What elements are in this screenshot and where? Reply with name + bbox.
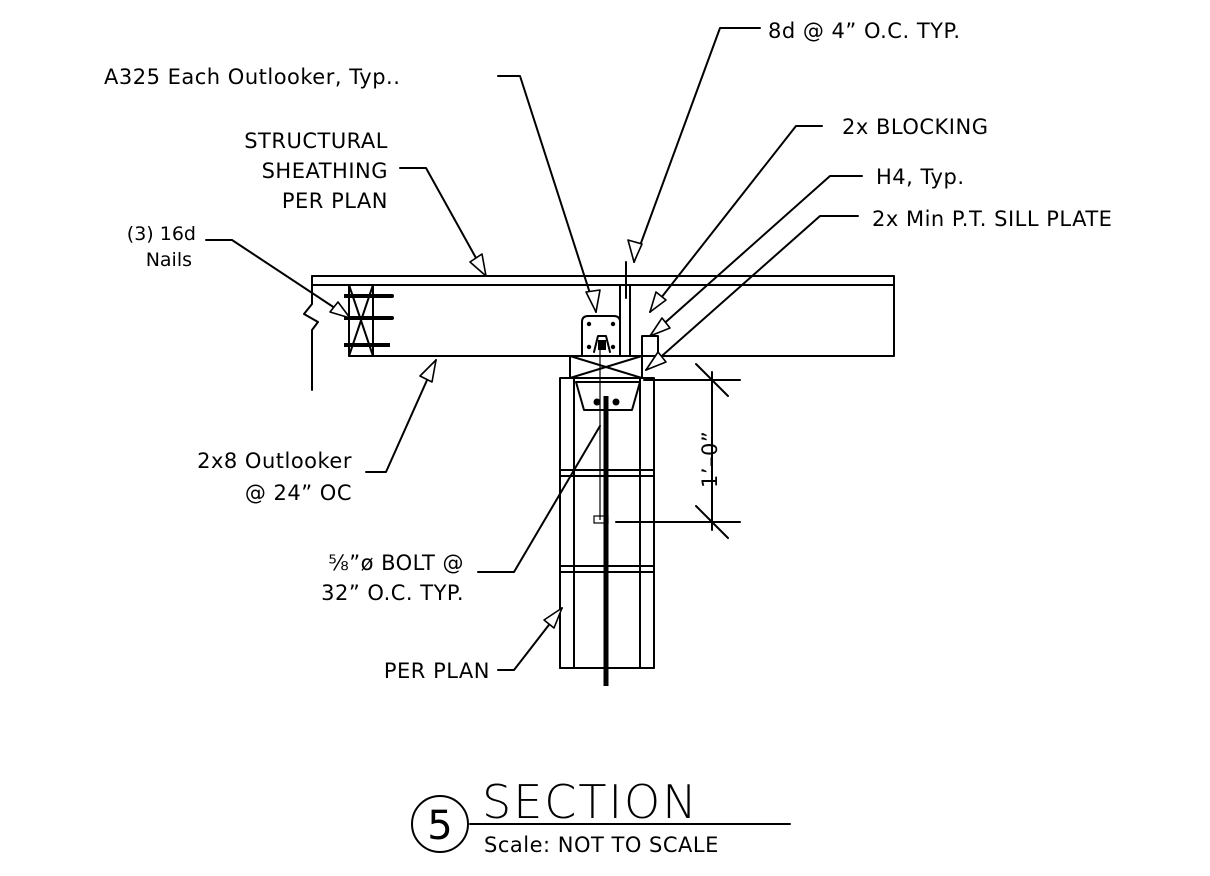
label-nails-line2: Nails xyxy=(146,249,192,271)
label-sheathing-line2: SHEATHING xyxy=(262,159,388,183)
detail-title: SECTION xyxy=(482,775,699,829)
label-sill-plate: 2x Min P.T. SILL PLATE xyxy=(872,207,1112,231)
label-per-plan: PER PLAN xyxy=(384,659,490,683)
label-2x-blocking: 2x BLOCKING xyxy=(842,115,988,139)
bond-beam-block xyxy=(575,381,641,411)
detail-number-bubble xyxy=(411,795,469,853)
dimension-label: 1’–0” xyxy=(698,431,722,488)
detail-scale: Scale: NOT TO SCALE xyxy=(484,833,719,857)
label-nails-line1: (3) 16d xyxy=(127,223,196,245)
roof-assembly xyxy=(303,261,895,391)
label-bolt-line1: ⅝”ø BOLT @ xyxy=(328,551,464,575)
detail-number: 5 xyxy=(427,803,452,849)
nails-16d xyxy=(344,294,394,347)
label-h4: H4, Typ. xyxy=(876,165,965,189)
cmu-wall xyxy=(559,340,655,686)
leaders xyxy=(205,27,863,671)
h4-connector xyxy=(581,315,621,357)
break-line xyxy=(303,275,319,391)
label-bolt-line2: 32” O.C. TYP. xyxy=(321,581,464,605)
sill-plate xyxy=(569,355,643,379)
annotation-labels: 8d @ 4” O.C. TYP. A325 Each Outlooker, T… xyxy=(104,19,1112,683)
structural-sheathing xyxy=(311,275,895,286)
label-sheathing-line3: PER PLAN xyxy=(282,189,388,213)
label-a325: A325 Each Outlooker, Typ.. xyxy=(104,65,400,89)
label-sheathing-line1: STRUCTURAL xyxy=(244,129,388,153)
label-outlooker-line2: @ 24” OC xyxy=(245,481,352,505)
label-outlooker-line1: 2x8 Outlooker xyxy=(197,449,352,473)
dimension-1ft: 1’–0” xyxy=(615,363,741,539)
label-8d-nailing: 8d @ 4” O.C. TYP. xyxy=(768,19,961,43)
detail-title-block: 5 SECTION Scale: NOT TO SCALE xyxy=(411,775,791,857)
